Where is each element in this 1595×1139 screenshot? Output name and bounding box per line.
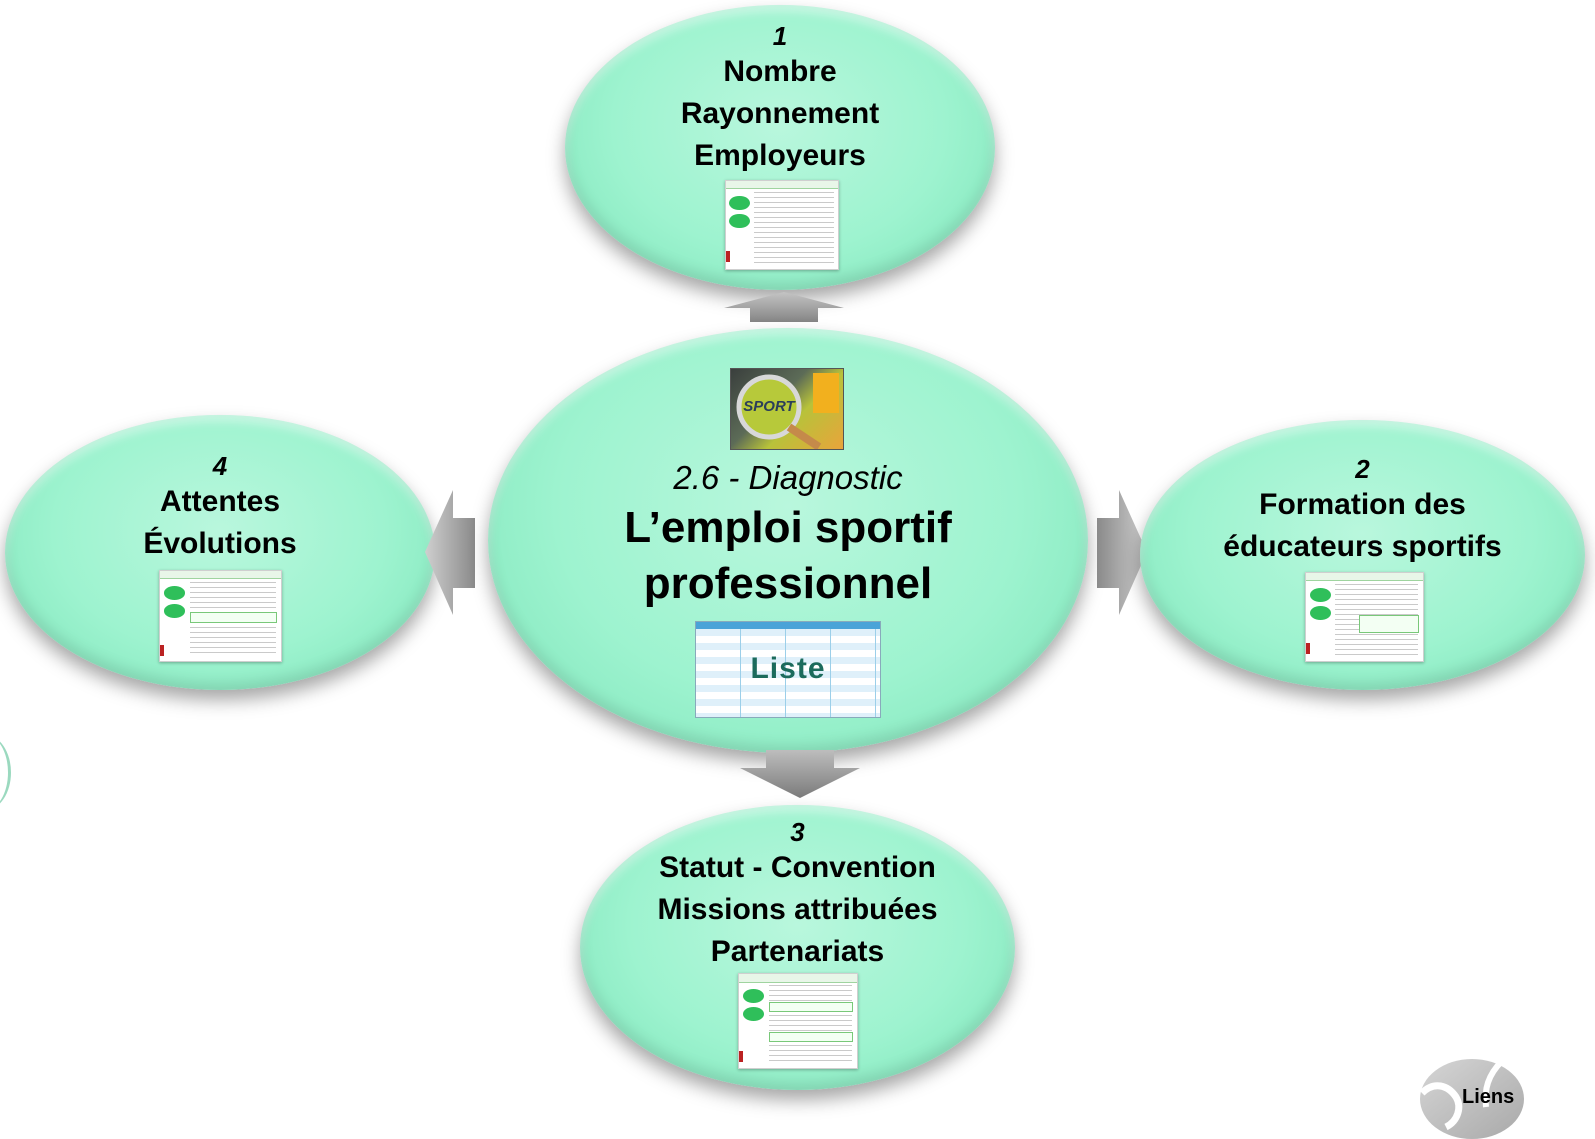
node-4-document-thumbnail[interactable] — [159, 570, 282, 662]
center-subtitle: 2.6 - Diagnostic — [673, 459, 903, 496]
node-2-ellipse[interactable]: 2 Formation des éducateurs sportifs — [1140, 420, 1585, 690]
node-4-line-2: Évolutions — [143, 527, 297, 560]
magnifier-icon: SPORT — [736, 373, 839, 449]
node-4-ellipse[interactable]: 4 Attentes Évolutions — [5, 415, 435, 690]
arrow-left-icon — [425, 490, 475, 615]
node-3-document-thumbnail[interactable] — [738, 973, 858, 1069]
node-2-line-2: éducateurs sportifs — [1223, 530, 1502, 563]
links-swoosh-icon[interactable] — [1412, 1055, 1532, 1139]
node-1-line-1: Nombre — [723, 55, 837, 88]
node-2-line-1: Formation des — [1259, 488, 1466, 521]
node-4-number: 4 — [212, 451, 228, 481]
links-label[interactable]: Liens — [1462, 1086, 1515, 1108]
node-2-document-thumbnail[interactable] — [1305, 572, 1424, 662]
node-3-line-2: Missions attribuées — [657, 893, 938, 926]
center-title-line-1: L’emploi sportif — [624, 503, 952, 552]
node-3-line-3: Partenariats — [710, 935, 885, 968]
node-1-line-2: Rayonnement — [680, 97, 880, 130]
center-ellipse[interactable]: SPORT 2.6 - Diagnostic L’emploi sportif … — [488, 328, 1088, 753]
sport-image-text: SPORT — [743, 398, 796, 415]
node-1-line-3: Employeurs — [694, 139, 866, 172]
arrow-down-icon — [740, 750, 860, 798]
arrow-up-icon — [724, 292, 844, 322]
node-2-number: 2 — [1355, 454, 1370, 484]
node-1-number: 1 — [772, 21, 788, 51]
center-table-thumbnail[interactable]: Liste — [695, 621, 881, 718]
node-4-line-1: Attentes — [159, 485, 280, 518]
arrow-right-icon — [1097, 490, 1147, 615]
node-1-document-thumbnail[interactable] — [725, 180, 839, 270]
partial-ellipse-edge — [0, 735, 11, 810]
center-title-line-2: professionnel — [643, 559, 933, 608]
node-3-line-1: Statut - Convention — [659, 851, 936, 884]
node-3-ellipse[interactable]: 3 Statut - Convention Missions attribuée… — [580, 805, 1015, 1090]
node-3-number: 3 — [790, 817, 805, 847]
node-1-ellipse[interactable]: 1 Nombre Rayonnement Employeurs — [565, 5, 995, 290]
table-liste-label: Liste — [750, 652, 826, 685]
sport-magnifier-image[interactable]: SPORT — [730, 368, 844, 450]
